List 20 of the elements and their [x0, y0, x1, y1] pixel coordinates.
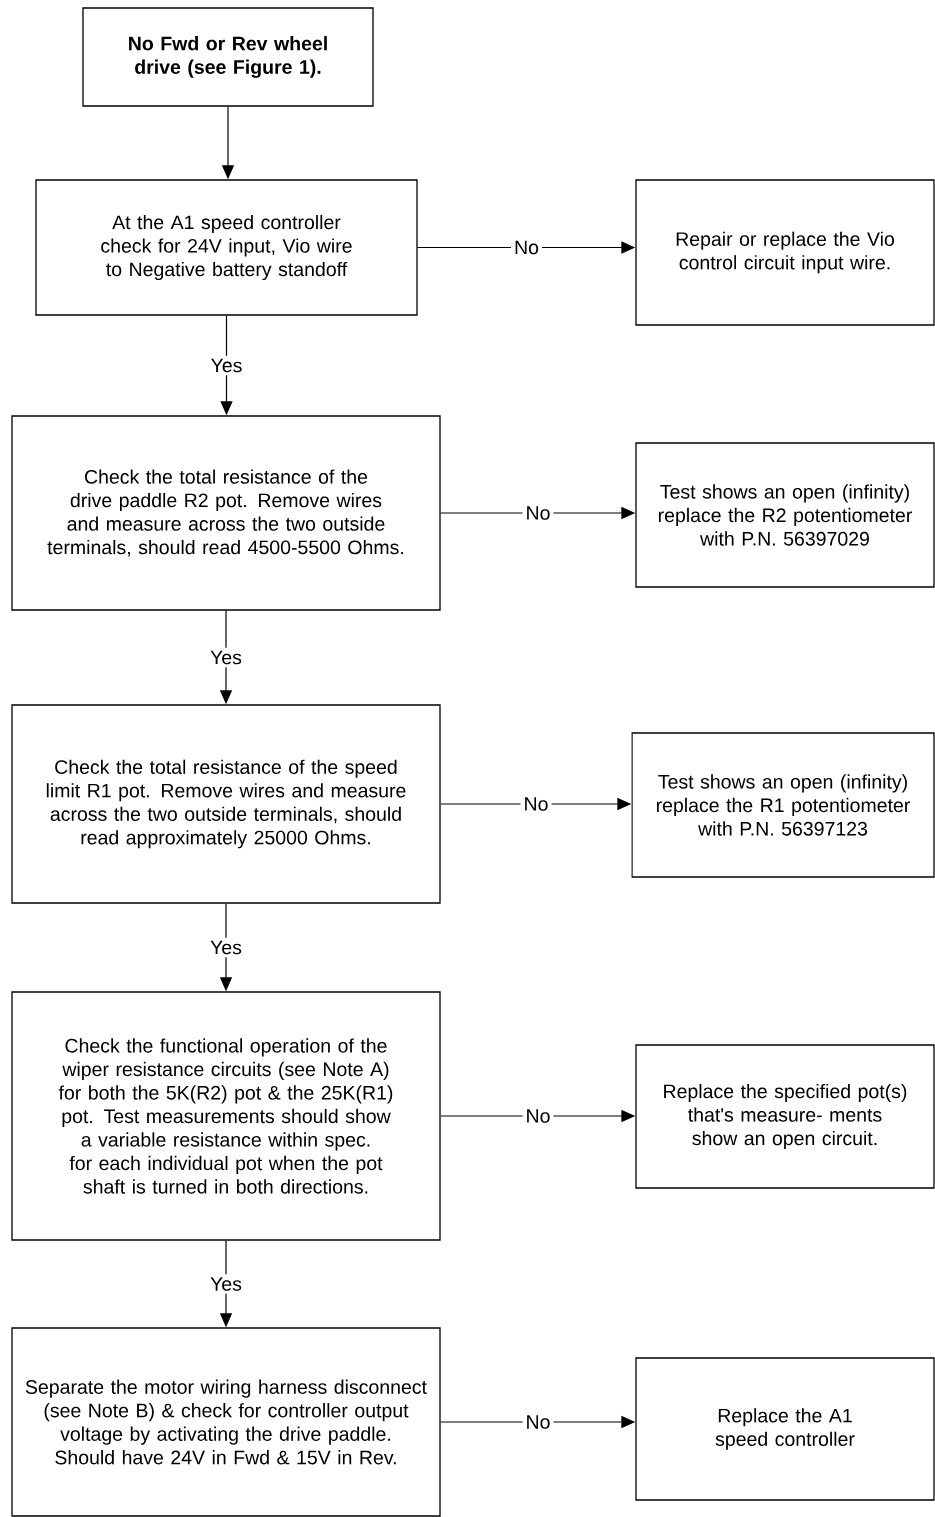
edge-label: Yes — [207, 1274, 245, 1294]
edge-label: Yes — [207, 937, 245, 958]
process-box: Replace the A1 speed controller — [635, 1357, 935, 1501]
edge-label: Yes — [207, 355, 246, 376]
process-box: Check the functional operation of the wiper resistance circuits (see Note A) for both the 5K(R2) pot & the 25K(R1) pot. Test measurements should show a variable resistance within spec. for each individual pot when the pot shaft is turned in both directions. — [11, 991, 441, 1241]
process-box: Test shows an open (infinity) replace the R1 potentiometer with P.N. 56397123 — [631, 732, 935, 878]
edge-label: No — [511, 237, 542, 258]
process-box: Repair or replace the Vio control circuit input wire. — [635, 179, 935, 326]
process-box: Test shows an open (infinity) replace the R2 potentiometer with P.N. 56397029 — [635, 442, 935, 588]
process-box: No Fwd or Rev wheel drive (see Figure 1). — [82, 7, 374, 107]
process-box: Check the total resistance of the speed limit R1 pot. Remove wires and measure across the two outside terminals, should read approximately 25000 Ohms. — [11, 704, 441, 904]
edge-label: No — [522, 1106, 554, 1126]
process-box: Separate the motor wiring harness disconnect (see Note B) & check for controller output voltage by activating the drive paddle. Should have 24V in Fwd & 15V in Rev. — [11, 1327, 441, 1517]
edge-label: No — [522, 1412, 554, 1432]
edge-label: No — [520, 794, 552, 814]
edge-label: Yes — [207, 647, 245, 668]
edge-label: No — [522, 503, 554, 523]
process-box: At the A1 speed controller check for 24V input, Vio wire to Negative battery standoff — [35, 179, 418, 316]
process-box: Replace the specified pot(s) that's measure- ments show an open circuit. — [635, 1044, 935, 1189]
process-box: Check the total resistance of the drive paddle R2 pot. Remove wires and measure across the two outside terminals, should read 4500-5500 Ohms. — [11, 415, 441, 611]
